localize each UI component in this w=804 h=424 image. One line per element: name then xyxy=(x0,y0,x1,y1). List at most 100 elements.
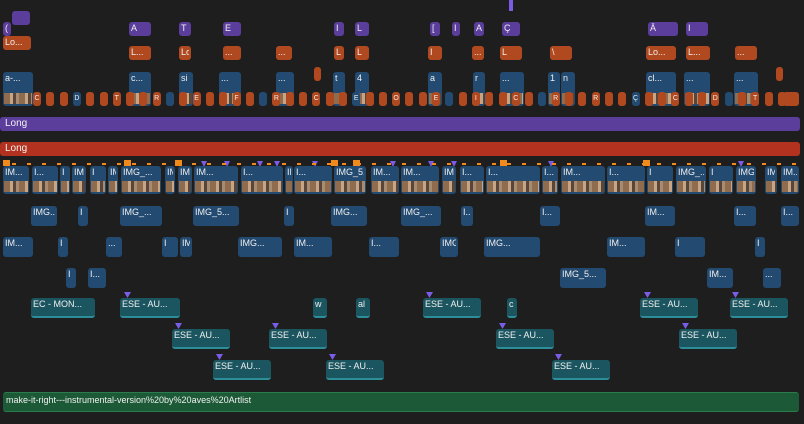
video-lane-2-clip[interactable]: I xyxy=(78,206,88,226)
video-lane-2-clip[interactable]: IMG... xyxy=(331,206,367,226)
connected-pill[interactable] xyxy=(538,92,547,106)
music-clip[interactable]: make-it-right---instrumental-version%20b… xyxy=(3,392,799,412)
marker-orange[interactable] xyxy=(331,160,338,166)
long-title-bar[interactable]: Long xyxy=(0,117,800,131)
connected-pill[interactable] xyxy=(724,92,733,106)
video-lane-3-clip[interactable]: IM... xyxy=(294,237,332,257)
audio-keyword-marker[interactable] xyxy=(216,354,223,360)
generator-pill[interactable] xyxy=(776,67,783,81)
connected-pill[interactable]: T xyxy=(751,92,760,106)
audio-keyword-marker[interactable] xyxy=(272,323,279,329)
video-lane-2-clip[interactable]: IMG_5... xyxy=(193,206,239,226)
connected-pill[interactable] xyxy=(684,92,693,106)
primary-video-clip[interactable]: IMG_5... xyxy=(108,166,118,194)
connected-pill[interactable]: E xyxy=(352,92,361,106)
marker-orange[interactable] xyxy=(500,160,507,166)
audio-lane-1-clip[interactable]: ESE - AU... xyxy=(120,298,180,318)
marker-orange[interactable] xyxy=(643,160,650,166)
audio-lane-1-clip[interactable]: EC - MON... xyxy=(31,298,95,318)
connected-pill[interactable] xyxy=(418,92,427,106)
generator-clip[interactable]: ... xyxy=(472,46,484,60)
connected-pill[interactable]: Ç xyxy=(631,92,640,106)
audio-keyword-marker[interactable] xyxy=(555,354,562,360)
primary-video-clip[interactable]: IM... xyxy=(3,166,29,194)
connected-title-clip[interactable]: E xyxy=(223,22,241,36)
audio-keyword-marker[interactable] xyxy=(426,292,433,298)
connected-pill[interactable] xyxy=(777,92,786,106)
audio-keyword-marker[interactable] xyxy=(124,292,131,298)
primary-video-clip[interactable]: I... xyxy=(486,166,540,194)
primary-video-clip[interactable]: IM... xyxy=(781,166,799,194)
connected-title-clip[interactable]: I xyxy=(686,22,708,36)
connected-pill[interactable] xyxy=(245,92,254,106)
marker-keyword[interactable] xyxy=(274,161,280,167)
video-lane-2-clip[interactable]: IM... xyxy=(645,206,675,226)
connected-title-clip[interactable]: A xyxy=(129,22,151,36)
connected-pill[interactable] xyxy=(205,92,214,106)
connected-pill[interactable]: R xyxy=(591,92,600,106)
connected-pill[interactable]: C xyxy=(511,92,520,106)
generator-clip[interactable]: ... xyxy=(223,46,241,60)
audio-lane-2-clip[interactable]: ESE - AU... xyxy=(172,329,230,349)
connected-pill[interactable]: R xyxy=(152,92,161,106)
generator-clip[interactable]: ... xyxy=(735,46,757,60)
audio-keyword-marker[interactable] xyxy=(499,323,506,329)
video-lane-3-clip[interactable]: I xyxy=(755,237,765,257)
video-lane-2-clip[interactable]: IMG_... xyxy=(401,206,441,226)
connected-pill[interactable] xyxy=(578,92,587,106)
primary-video-clip[interactable]: IM... xyxy=(194,166,238,194)
audio-lane-3-clip[interactable]: ESE - AU... xyxy=(213,360,271,380)
connected-pill[interactable] xyxy=(179,92,188,106)
connected-pill[interactable] xyxy=(139,92,148,106)
connected-pill[interactable]: C xyxy=(33,92,41,106)
video-lane-4-clip[interactable]: ... xyxy=(763,268,781,288)
connected-pill[interactable] xyxy=(485,92,494,106)
connected-pill[interactable] xyxy=(299,92,307,106)
video-lane-3-clip[interactable]: ... xyxy=(106,237,122,257)
video-lane-3-clip[interactable]: I xyxy=(675,237,705,257)
generator-pill[interactable] xyxy=(314,67,321,81)
connected-pill[interactable] xyxy=(525,92,534,106)
primary-video-clip[interactable]: I xyxy=(90,166,106,194)
marker-keyword[interactable] xyxy=(201,161,207,167)
marker-keyword[interactable] xyxy=(224,161,230,167)
connected-pill[interactable] xyxy=(498,92,507,106)
connected-title-clip[interactable]: Ā xyxy=(648,22,678,36)
video-lane-2-clip[interactable]: IMG_... xyxy=(120,206,162,226)
primary-video-clip[interactable]: IMG_55... xyxy=(285,166,293,194)
connected-pill[interactable] xyxy=(365,92,374,106)
connected-title-clip[interactable]: A xyxy=(474,22,484,36)
primary-video-clip[interactable]: I... xyxy=(607,166,645,194)
connected-pill[interactable] xyxy=(658,92,667,106)
primary-video-clip[interactable]: IMG_... xyxy=(121,166,161,194)
primary-video-clip[interactable]: IMG_5... xyxy=(334,166,366,194)
connected-pill[interactable] xyxy=(126,92,135,106)
connected-pill[interactable] xyxy=(764,92,773,106)
primary-video-clip[interactable]: IM... xyxy=(561,166,605,194)
connected-title-clip[interactable]: [ xyxy=(430,22,440,36)
connected-pill[interactable]: C xyxy=(312,92,321,106)
connected-title-clip[interactable]: T xyxy=(179,22,191,36)
video-lane-2-clip[interactable]: I xyxy=(284,206,294,226)
video-lane-2-clip[interactable]: IMG... xyxy=(31,206,57,226)
primary-video-clip[interactable]: IM... xyxy=(401,166,439,194)
audio-keyword-marker[interactable] xyxy=(682,323,689,329)
marker-orange[interactable] xyxy=(3,160,10,166)
generator-clip[interactable]: L xyxy=(500,46,522,60)
audio-lane-2-clip[interactable]: ESE - AU... xyxy=(679,329,737,349)
video-lane-4-clip[interactable]: I... xyxy=(88,268,106,288)
audio-keyword-marker[interactable] xyxy=(175,323,182,329)
connected-pill[interactable]: O xyxy=(392,92,401,106)
video-lane-4-clip[interactable]: IM... xyxy=(707,268,733,288)
audio-lane-1-clip[interactable]: ESE - AU... xyxy=(730,298,788,318)
long-generator-bar[interactable]: Long xyxy=(0,142,800,156)
connected-pill[interactable]: F xyxy=(232,92,241,106)
video-lane-3-clip[interactable]: IM... xyxy=(3,237,33,257)
audio-keyword-marker[interactable] xyxy=(732,292,739,298)
video-lane-3-clip[interactable]: IMG... xyxy=(238,237,282,257)
audio-lane-2-clip[interactable]: ESE - AU... xyxy=(269,329,327,349)
primary-video-clip[interactable]: I... xyxy=(32,166,58,194)
generator-clip[interactable]: Lo... xyxy=(646,46,676,60)
connected-pill[interactable]: R xyxy=(272,92,281,106)
